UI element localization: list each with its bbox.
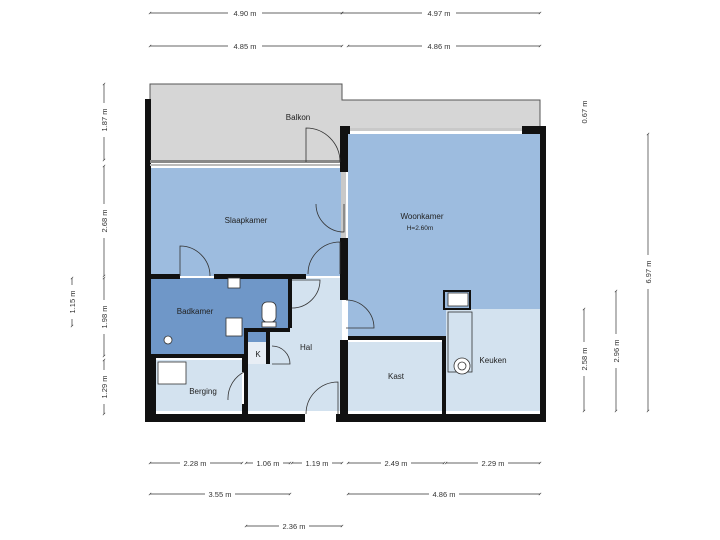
door-arc <box>291 279 321 309</box>
k-closet-area <box>248 342 268 364</box>
dim-top-2-a: 4.85 m <box>234 42 257 51</box>
dim-bottom-1-a: 2.28 m <box>184 459 207 468</box>
room-height-woonkamer: H=2.60m <box>407 225 434 232</box>
balcony-railing <box>149 83 541 128</box>
hall-area <box>246 278 342 411</box>
dim-right-total: 6.97 m <box>644 261 653 284</box>
sink-icon <box>227 277 241 289</box>
dim-bottom-1-b: 1.06 m <box>257 459 280 468</box>
shower-icon <box>163 335 173 345</box>
storage-area <box>348 342 444 411</box>
dimension-labels: 4.90 m 4.97 m 4.85 m 4.86 m 1.87 m 2.68 … <box>67 8 653 531</box>
dim-top-1-a: 4.90 m <box>234 9 257 18</box>
fixtures <box>157 277 473 385</box>
room-label-berging: Berging <box>189 387 217 396</box>
dim-bottom-2-a: 3.55 m <box>209 490 232 499</box>
room-label-slaapkamer: Slaapkamer <box>225 216 268 225</box>
dim-right-top: 0.67 m <box>580 101 589 124</box>
door-arc <box>271 345 291 365</box>
dim-bottom-3: 2.36 m <box>283 522 306 531</box>
stove-burner-icon <box>457 361 467 371</box>
room-fills <box>150 84 540 411</box>
dim-top-2-b: 4.86 m <box>428 42 451 51</box>
door-arc <box>305 127 341 163</box>
boiler-icon <box>157 361 187 385</box>
dim-left-4: 1.29 m <box>100 376 109 399</box>
toilet-tank <box>261 321 277 328</box>
door-arc <box>345 299 375 329</box>
fridge-icon <box>447 292 469 307</box>
dim-left-3: 1.98 m <box>100 306 109 329</box>
door-arc <box>227 371 245 401</box>
room-label-keuken: Keuken <box>479 356 506 365</box>
door-arc <box>179 245 211 277</box>
balcony-area <box>150 84 540 163</box>
living-area <box>348 134 540 338</box>
door-arc <box>315 203 345 233</box>
dim-right-mid2: 2.58 m <box>580 348 589 371</box>
room-labels: Balkon Slaapkamer Woonkamer H=2.60m Badk… <box>177 113 507 396</box>
door-arc <box>307 241 341 275</box>
dim-bottom-1-d: 2.49 m <box>385 459 408 468</box>
room-label-woonkamer: Woonkamer <box>401 212 444 221</box>
dim-left-2: 2.68 m <box>100 210 109 233</box>
doors <box>179 127 375 415</box>
room-label-hal: Hal <box>300 343 312 352</box>
room-label-kast: Kast <box>388 372 405 381</box>
door-arc <box>305 381 339 415</box>
dim-bottom-1-c: 1.19 m <box>306 459 329 468</box>
dim-left-outer: 1.15 m <box>68 291 77 314</box>
toilet-icon <box>261 301 277 323</box>
room-label-balkon: Balkon <box>286 113 310 122</box>
room-label-badkamer: Badkamer <box>177 307 214 316</box>
walls <box>145 83 546 422</box>
dim-left-1: 1.87 m <box>100 109 109 132</box>
bedroom-area <box>150 168 342 276</box>
room-label-k: K <box>255 350 261 359</box>
dim-right-mid1: 2.96 m <box>612 340 621 363</box>
dim-bottom-1-e: 2.29 m <box>482 459 505 468</box>
dim-top-1-b: 4.97 m <box>428 9 451 18</box>
dim-bottom-2-b: 4.86 m <box>433 490 456 499</box>
washbasin-icon <box>225 317 243 337</box>
